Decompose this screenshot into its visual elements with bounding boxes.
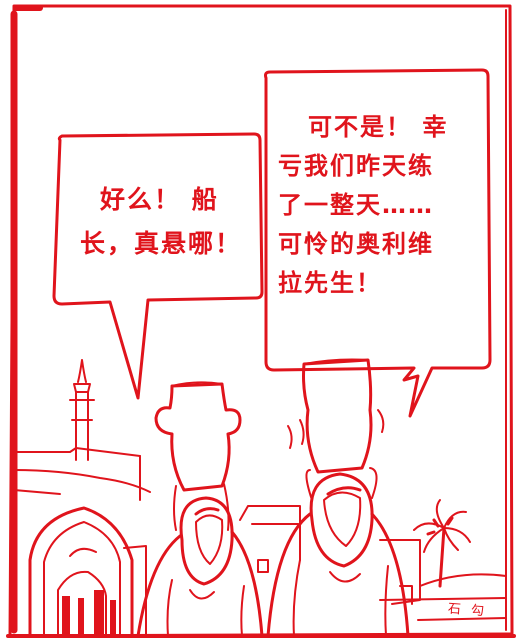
panel-frame <box>6 4 516 638</box>
right-bubble-line: 亏我们昨天练 <box>278 152 434 180</box>
palm-tree <box>413 499 471 588</box>
right-bubble-line: 拉先生！ <box>278 269 382 297</box>
right-bubble-line: 了一整天…… <box>278 191 434 219</box>
right-figure <box>266 358 410 638</box>
left-bubble-text: 好么！ 船 长，真悬哪！ <box>80 178 250 266</box>
left-bubble-line: 好么！ 船 <box>100 185 219 214</box>
right-bubble-line: 可怜的奥利维 <box>278 230 434 258</box>
artist-signature: 石 勾 <box>447 601 488 620</box>
left-bubble-line: 长，真悬哪！ <box>80 229 243 258</box>
left-speech-bubble <box>52 132 264 400</box>
right-bubble-line: 可不是！ 幸 <box>308 113 449 141</box>
background-buildings <box>13 447 507 638</box>
left-figure <box>136 381 264 638</box>
right-bubble-text: 可不是！ 幸 亏我们昨天练 了一整天…… 可怜的奥利维 拉先生！ <box>278 108 478 303</box>
right-speech-bubble <box>264 68 492 418</box>
minaret <box>69 359 95 461</box>
